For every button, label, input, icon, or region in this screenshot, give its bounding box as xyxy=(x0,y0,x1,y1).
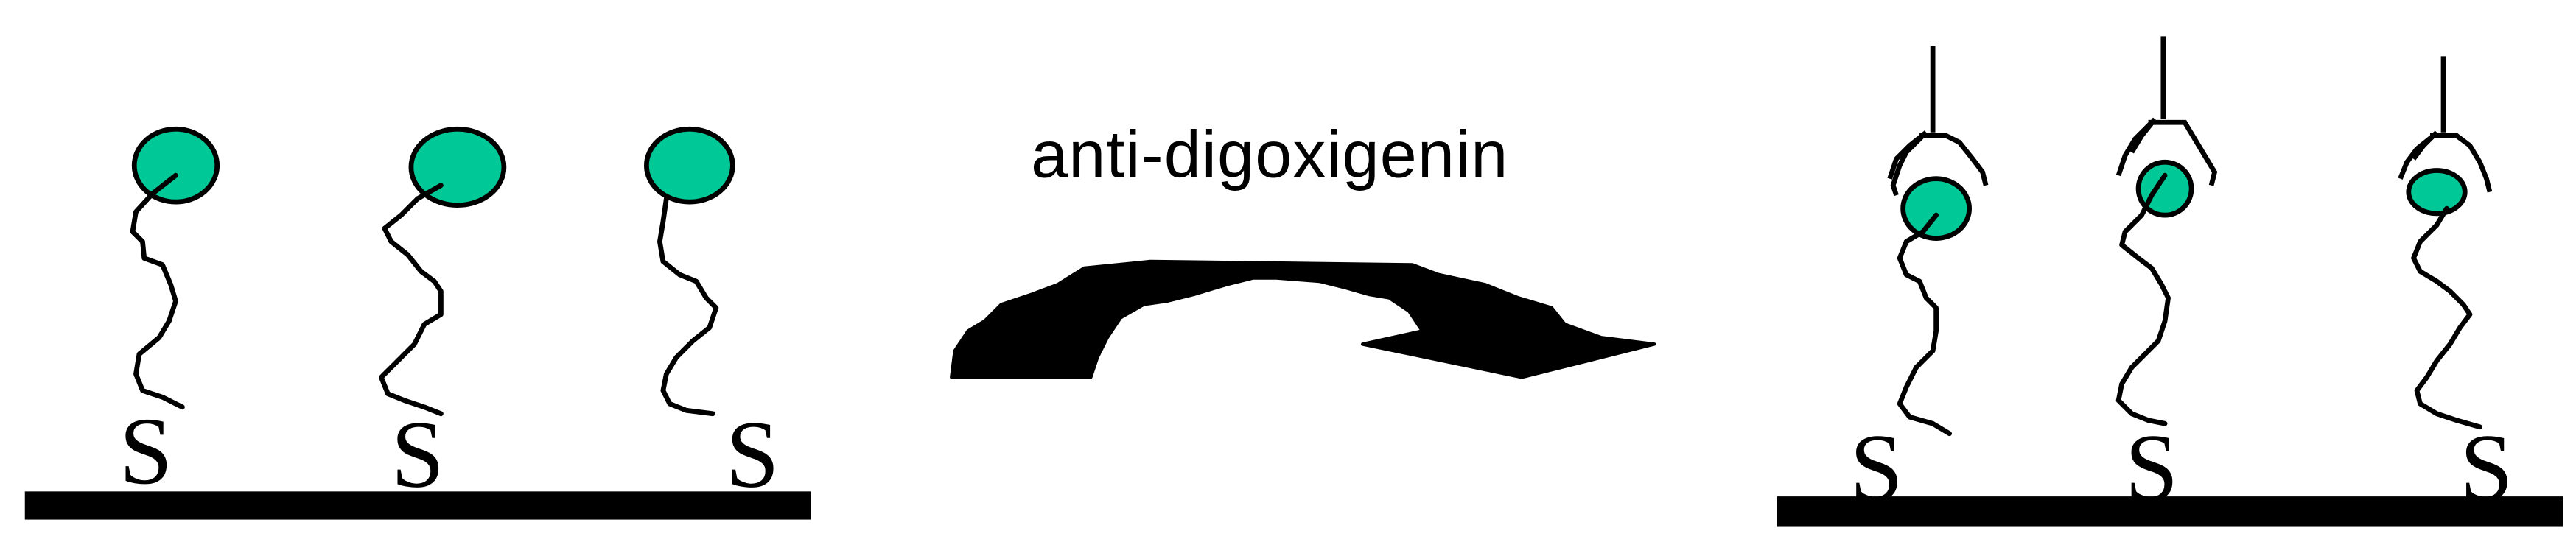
tether-chain xyxy=(657,196,719,417)
tether-chain xyxy=(379,183,444,417)
digoxigenin-label xyxy=(131,126,220,205)
digoxigenin-label xyxy=(408,126,507,208)
digoxigenin-label xyxy=(643,126,735,205)
tether-chain xyxy=(2115,172,2171,426)
molecule: S xyxy=(1849,46,1989,521)
reaction-arrow: anti-digoxigenin xyxy=(950,118,1656,379)
sulfur-label: S xyxy=(391,402,445,508)
left-substrate xyxy=(24,491,811,520)
tether-chain xyxy=(130,172,185,410)
right-panel: S S S xyxy=(1777,36,2563,527)
probe-clamp xyxy=(1919,133,1989,186)
molecule: S xyxy=(119,126,220,504)
digoxigenin-label xyxy=(1900,176,1972,241)
probe-clamp xyxy=(1887,130,1928,180)
probe-clamp xyxy=(2411,130,2439,161)
molecule: S xyxy=(643,126,780,508)
molecule: S xyxy=(2398,56,2513,521)
tether-chain xyxy=(2411,205,2482,430)
digoxigenin-label xyxy=(2406,168,2468,217)
molecule: S xyxy=(379,126,507,508)
probe-clamp xyxy=(2129,117,2157,154)
arrow-label: anti-digoxigenin xyxy=(1031,118,1508,191)
digoxigenin-label xyxy=(2135,159,2194,218)
right-substrate xyxy=(1777,496,2563,527)
molecule: S xyxy=(2115,36,2218,521)
sulfur-label: S xyxy=(1849,415,1903,521)
sulfur-label: S xyxy=(119,398,173,504)
tether-chain xyxy=(1897,212,1952,437)
sulfur-label: S xyxy=(2460,415,2513,521)
sulfur-label: S xyxy=(726,402,780,508)
probe-clamp xyxy=(2148,119,2218,186)
left-panel: S S S xyxy=(24,126,811,520)
curved-arrow-icon xyxy=(950,259,1656,379)
sulfur-label: S xyxy=(2125,415,2179,521)
probe-clamp xyxy=(2430,133,2493,193)
